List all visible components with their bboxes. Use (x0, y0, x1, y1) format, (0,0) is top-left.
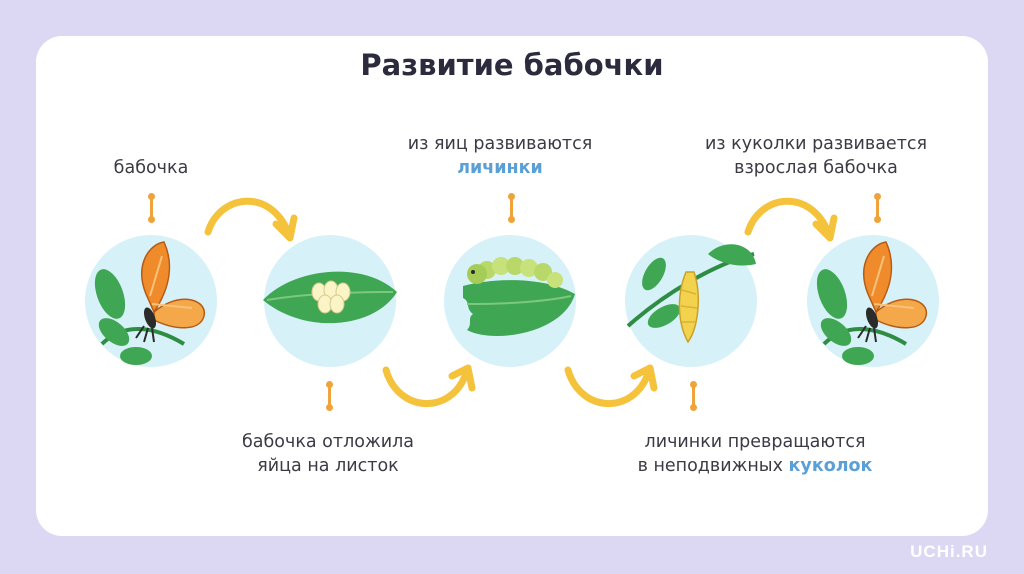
arrow-bottom-2 (560, 360, 660, 422)
butterfly-icon (84, 234, 218, 368)
pupa-icon (624, 234, 758, 368)
watermark-logo: UCHi.RU (910, 542, 988, 562)
pointer-adult (876, 196, 879, 220)
label-adult-line1: из куколки развивается (705, 134, 927, 154)
label-eggs: бабочка отложила яйца на листок (178, 430, 478, 478)
label-butterfly: бабочка (96, 156, 206, 180)
label-eggs-line1: бабочка отложила (242, 432, 414, 452)
label-pupa-highlight: куколок (789, 456, 873, 476)
pointer-larvae (510, 196, 513, 220)
stage-caterpillar (443, 234, 577, 368)
label-pupa-line2-prefix: в неподвижных (638, 456, 789, 476)
page-title: Развитие бабочки (0, 48, 1024, 82)
label-larvae-line1: из яиц развиваются (408, 134, 593, 154)
pointer-eggs (328, 384, 331, 408)
stage-butterfly (84, 234, 218, 368)
eggs-on-leaf-icon (263, 234, 397, 368)
arrow-bottom-1 (378, 360, 478, 422)
stage-pupa (624, 234, 758, 368)
label-larvae: из яиц развиваются личинки (380, 132, 620, 180)
caterpillar-icon (443, 234, 577, 368)
label-larvae-highlight: личинки (457, 158, 543, 178)
label-butterfly-text: бабочка (114, 158, 189, 178)
label-adult-line2: взрослая бабочка (734, 158, 898, 178)
label-eggs-line2: яйца на листок (257, 456, 398, 476)
stage-eggs (263, 234, 397, 368)
pointer-pupa (692, 384, 695, 408)
label-adult: из куколки развивается взрослая бабочка (685, 132, 947, 180)
pointer-butterfly (150, 196, 153, 220)
label-pupa: личинки превращаются в неподвижных кукол… (612, 430, 898, 478)
label-pupa-line1: личинки превращаются (645, 432, 866, 452)
stage-adult (806, 234, 940, 368)
butterfly-icon (806, 234, 940, 368)
